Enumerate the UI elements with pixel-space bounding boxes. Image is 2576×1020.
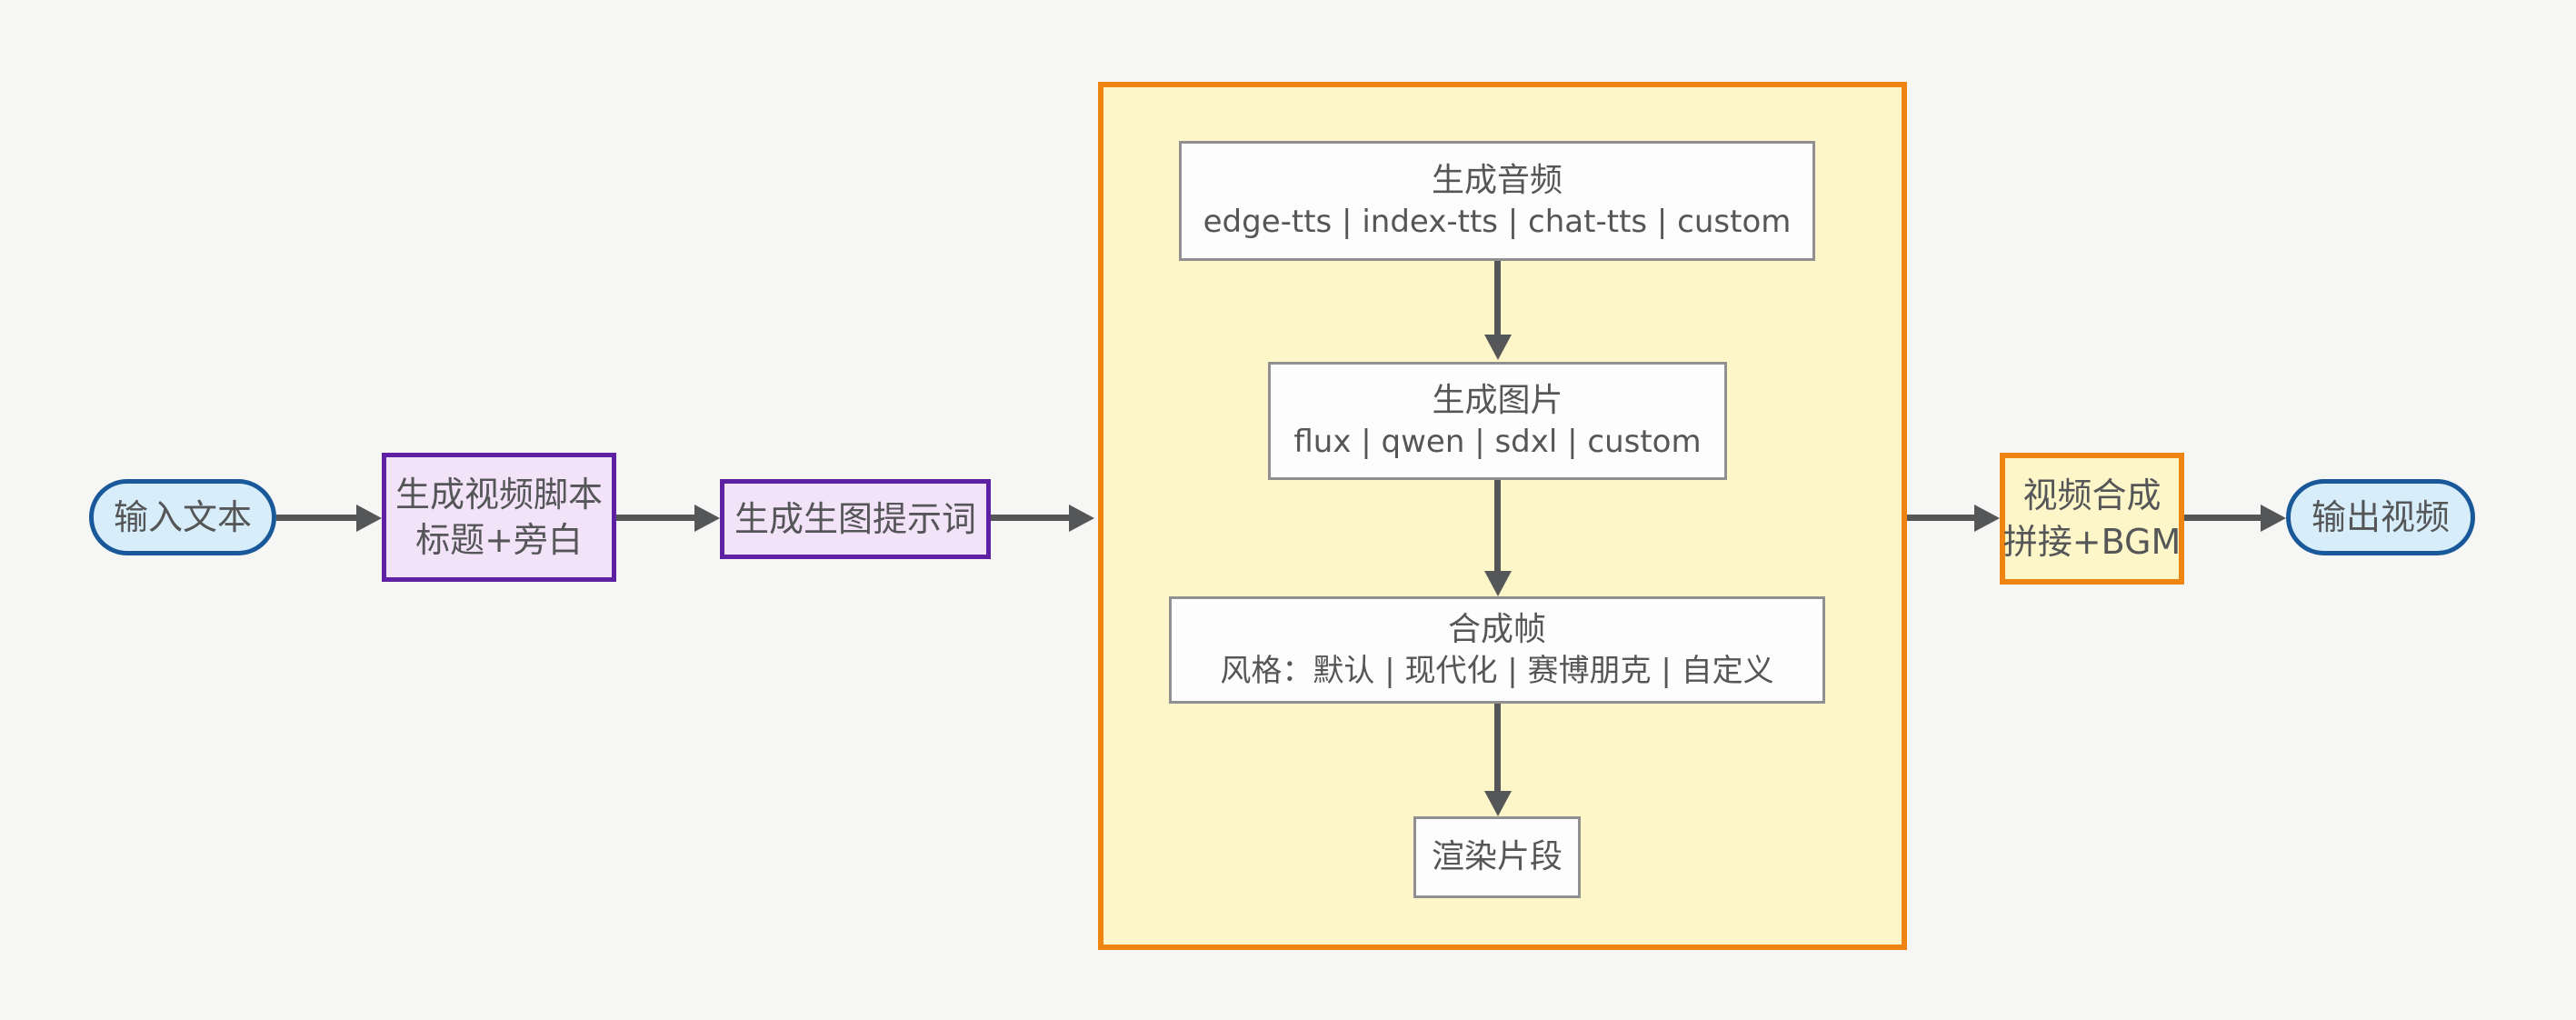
node-input-text-label: 输入文本 — [113, 496, 252, 537]
node-render-clip-label: 渲染片段 — [1431, 838, 1563, 876]
node-generate-audio: 生成音频 edge-tts | index-tts | chat-tts | c… — [1179, 141, 1815, 261]
node-compose-frames-line1: 合成帧 — [1447, 610, 1546, 648]
arrow-compose-to-output — [2184, 515, 2262, 521]
node-output-video-label: 输出视频 — [2311, 496, 2450, 537]
arrowhead-prompt-to-container — [1069, 505, 1094, 532]
arrow-script-to-prompt — [616, 515, 696, 521]
node-input-text: 输入文本 — [89, 479, 276, 555]
node-generate-video-script: 生成视频脚本 标题+旁白 — [382, 453, 616, 582]
node-video-compose: 视频合成 拼接+BGM — [2000, 453, 2184, 585]
node-generate-image-line2: flux | qwen | sdxl | custom — [1293, 424, 1702, 461]
arrow-image-to-frame — [1494, 480, 1501, 573]
arrowhead-audio-to-image — [1484, 335, 1512, 360]
node-generate-image-prompt-label: 生成生图提示词 — [734, 498, 976, 539]
node-generate-video-script-line1: 生成视频脚本 — [394, 474, 603, 515]
node-video-compose-line2: 拼接+BGM — [2002, 521, 2182, 562]
node-generate-image-line1: 生成图片 — [1432, 381, 1563, 419]
node-generate-video-script-line2: 标题+旁白 — [415, 520, 583, 560]
node-generate-audio-line1: 生成音频 — [1431, 161, 1563, 199]
node-generate-image: 生成图片 flux | qwen | sdxl | custom — [1268, 362, 1727, 480]
arrow-prompt-to-container — [991, 515, 1071, 521]
arrowhead-compose-to-output — [2261, 505, 2286, 532]
arrow-audio-to-image — [1494, 261, 1501, 336]
arrowhead-frame-to-render — [1484, 791, 1512, 816]
node-compose-frames-line2: 风格：默认 | 现代化 | 赛博朋克 | 自定义 — [1220, 653, 1774, 690]
node-compose-frames: 合成帧 风格：默认 | 现代化 | 赛博朋克 | 自定义 — [1169, 596, 1825, 704]
arrowhead-image-to-frame — [1484, 571, 1512, 596]
node-output-video: 输出视频 — [2286, 479, 2475, 555]
arrow-container-to-compose — [1907, 515, 1976, 521]
node-render-clip: 渲染片段 — [1413, 816, 1581, 898]
arrowhead-input-to-script — [356, 505, 382, 532]
node-generate-image-prompt: 生成生图提示词 — [720, 479, 991, 559]
arrow-frame-to-render — [1494, 704, 1501, 793]
arrowhead-container-to-compose — [1974, 505, 2000, 532]
node-video-compose-line1: 视频合成 — [2022, 475, 2162, 516]
arrow-input-to-script — [276, 515, 358, 521]
arrowhead-script-to-prompt — [694, 505, 720, 532]
node-generate-audio-line2: edge-tts | index-tts | chat-tts | custom — [1203, 204, 1792, 241]
